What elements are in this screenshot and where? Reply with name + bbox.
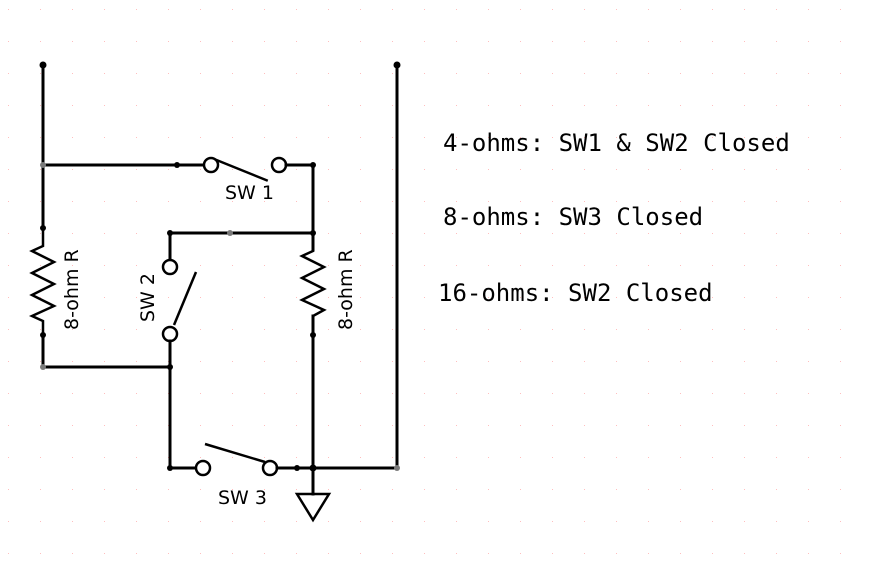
junction-dots xyxy=(39,61,401,472)
right-resistor xyxy=(299,245,327,318)
left-resistor xyxy=(28,228,57,335)
switch-1 xyxy=(175,156,315,182)
switch-2-label: SW 2 xyxy=(137,273,159,322)
switch-3-label: SW 3 xyxy=(218,487,267,509)
ground-symbol xyxy=(294,466,332,523)
right-resistor-label: 8-ohm R xyxy=(335,249,357,330)
switch-1-label: SW 1 xyxy=(225,182,274,204)
switch-2 xyxy=(161,231,198,470)
note-4-ohms: 4-ohms: SW1 & SW2 Closed xyxy=(443,129,790,157)
note-16-ohms: 16-ohms: SW2 Closed xyxy=(438,279,713,307)
left-rail-wire xyxy=(41,63,179,369)
switch-3 xyxy=(168,442,399,477)
left-resistor-label: 8-ohm R xyxy=(61,249,83,330)
note-8-ohms: 8-ohms: SW3 Closed xyxy=(443,203,703,231)
